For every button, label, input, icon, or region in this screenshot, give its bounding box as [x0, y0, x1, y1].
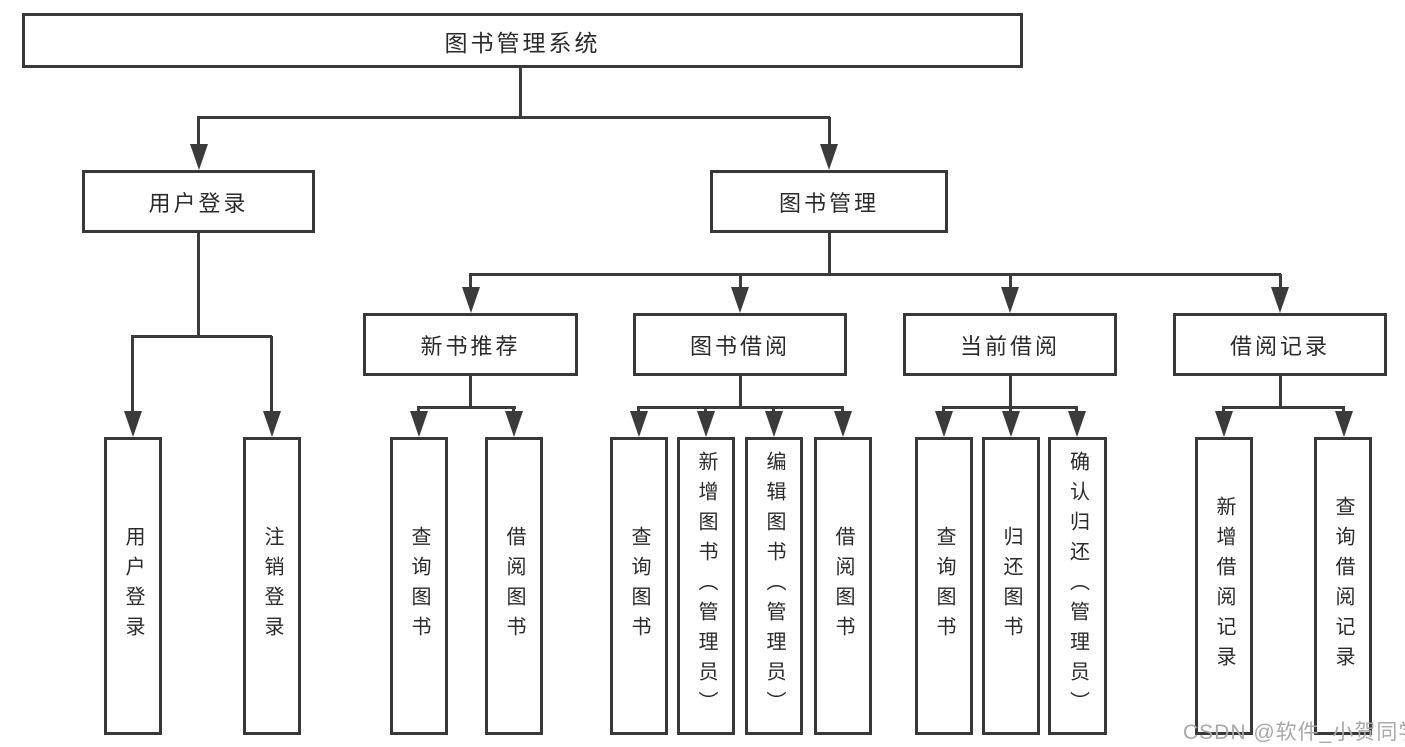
node-label: 新书推荐 — [420, 333, 521, 359]
leaf-add-borrow-record: 新增借阅记录 — [1195, 437, 1253, 735]
edge-borrow-records-trunk — [1278, 376, 1282, 407]
arrowhead-to-leaf-user-login — [123, 411, 142, 437]
arrowhead-to-borrow-records — [1271, 287, 1289, 313]
edge-root-to-book-management-stub — [827, 117, 831, 149]
arrowhead-to-leaf-query-borrow-record — [1334, 411, 1353, 437]
edge-new-book-crossbar — [417, 405, 516, 409]
node-label: 图书管理系统 — [444, 29, 601, 56]
node-label: 图书管理 — [778, 190, 879, 216]
node-label: 新增图书（管理员） — [695, 451, 717, 721]
arrowhead-to-leaf-add-borrow-record — [1214, 411, 1233, 437]
arrowhead-to-leaf-query-books-1 — [409, 411, 428, 437]
arrowhead-to-user-login — [189, 144, 208, 170]
arrowhead-to-leaf-borrow-books-2 — [833, 411, 852, 437]
edge-current-borrow-trunk — [1008, 376, 1012, 407]
arrowhead-to-current-borrow — [1001, 287, 1019, 313]
node-label: 图书借阅 — [689, 333, 790, 359]
node-borrow-records: 借阅记录 — [1173, 313, 1387, 376]
arrowhead-to-leaf-confirm-return — [1067, 411, 1086, 437]
leaf-query-books-3: 查询图书 — [915, 437, 973, 735]
arrowhead-to-leaf-query-books-2 — [629, 411, 648, 437]
edge-to-current-borrow-stub — [1008, 274, 1012, 292]
edge-to-new-book-stub — [469, 274, 472, 292]
node-label: 确认归还（管理员） — [1066, 451, 1089, 721]
edge-root-trunk — [518, 68, 522, 117]
edge-user-login-crossbar — [131, 334, 272, 338]
edge-root-crossbar — [197, 115, 830, 119]
leaf-query-borrow-record: 查询借阅记录 — [1314, 437, 1372, 735]
node-label: 查询图书 — [628, 526, 650, 646]
node-label: 注销登录 — [261, 526, 283, 646]
arrowhead-to-book-management — [820, 144, 838, 170]
node-label: 借阅记录 — [1229, 333, 1330, 359]
node-book-borrow: 图书借阅 — [633, 313, 847, 376]
node-label: 归还图书 — [1000, 526, 1022, 646]
leaf-return-books: 归还图书 — [982, 437, 1040, 735]
node-label: 用户登录 — [148, 190, 249, 216]
leaf-confirm-return-admin: 确认归还（管理员） — [1048, 437, 1107, 735]
arrowhead-to-new-book-recommend — [461, 287, 480, 313]
arrowhead-to-leaf-query-books-3 — [934, 411, 953, 437]
arrowhead-to-leaf-borrow-books-1 — [504, 411, 523, 437]
node-user-login: 用户登录 — [82, 170, 315, 233]
leaf-query-books-1: 查询图书 — [390, 437, 448, 735]
leaf-add-books-admin: 新增图书（管理员） — [677, 437, 735, 735]
leaf-logout-login: 注销登录 — [243, 437, 301, 735]
edge-book-management-trunk — [827, 233, 831, 274]
edge-to-borrow-records-stub — [1278, 274, 1282, 292]
node-label: 查询借阅记录 — [1332, 496, 1354, 676]
csdn-watermark: CSDN @软件_小贺同学 — [1183, 721, 1405, 744]
node-label: 新增借阅记录 — [1213, 496, 1235, 676]
node-label: 查询图书 — [933, 526, 955, 646]
leaf-query-books-2: 查询图书 — [610, 437, 668, 735]
node-library-management-system: 图书管理系统 — [22, 13, 1023, 68]
edge-book-management-crossbar — [469, 272, 1281, 276]
node-label: 查询图书 — [408, 526, 430, 646]
leaf-edit-books-admin: 编辑图书（管理员） — [745, 437, 803, 735]
edge-root-to-user-login-stub — [197, 117, 200, 149]
edge-book-borrow-crossbar — [637, 405, 844, 409]
arrowhead-to-book-borrow — [731, 287, 749, 313]
node-label: 当前借阅 — [959, 333, 1060, 359]
node-label: 借阅图书 — [832, 526, 854, 646]
arrowhead-to-leaf-edit-books — [764, 411, 783, 437]
edge-to-leaf-logout-stub — [270, 336, 273, 416]
node-label: 编辑图书（管理员） — [763, 451, 785, 721]
edge-book-borrow-trunk — [738, 376, 742, 407]
node-book-management: 图书管理 — [710, 170, 948, 233]
edge-to-book-borrow-stub — [738, 274, 742, 292]
leaf-borrow-books-2: 借阅图书 — [814, 437, 872, 735]
node-label: 用户登录 — [122, 526, 144, 646]
leaf-user-login: 用户登录 — [104, 437, 162, 735]
arrowhead-to-leaf-add-books — [696, 411, 715, 437]
arrowhead-to-leaf-logout — [262, 411, 281, 437]
edge-user-login-trunk — [197, 233, 200, 336]
edge-to-leaf-user-login-stub — [131, 336, 134, 416]
node-label: 借阅图书 — [503, 526, 525, 646]
leaf-borrow-books-1: 借阅图书 — [485, 437, 543, 735]
edge-new-book-trunk — [469, 376, 472, 407]
arrowhead-to-leaf-return-books — [1001, 411, 1020, 437]
node-current-borrow: 当前借阅 — [903, 313, 1117, 376]
edge-borrow-records-crossbar — [1222, 405, 1345, 409]
node-new-book-recommend: 新书推荐 — [363, 313, 578, 376]
